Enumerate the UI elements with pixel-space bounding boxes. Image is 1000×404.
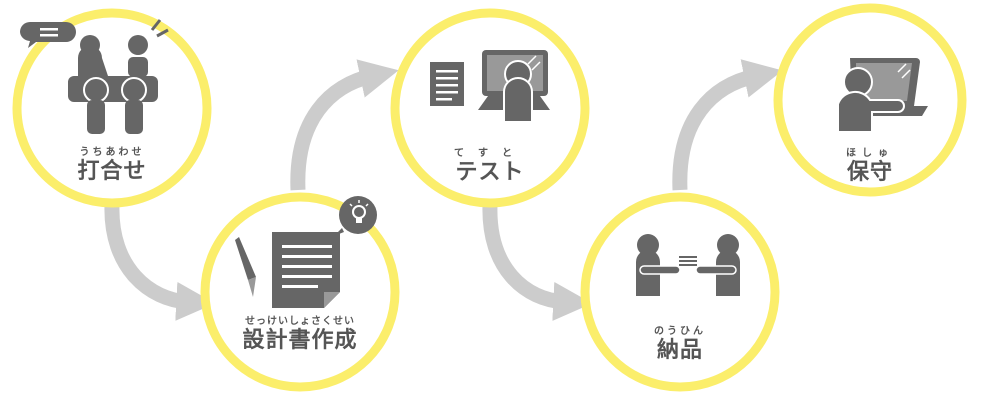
arrow-step3-to-step4 [482,204,593,321]
step3-ruby: てすと [454,148,526,159]
step2-label: せっけいしょさくせい 設計書作成 [225,316,375,354]
step1-ruby: うちあわせ [79,147,145,158]
document-icon [235,196,377,308]
arrow-step1-to-step2 [104,204,216,321]
step1-title: 打合せ [77,159,147,184]
step4-label: のうひん 納品 [620,326,740,364]
step3-label: てすと テスト [430,148,550,186]
handover-icon [636,234,740,296]
step4-title: 納品 [656,338,703,363]
computer-test-icon [430,50,550,123]
step5-ruby: ほしゅ [846,148,894,159]
arrow-step2-to-step3 [290,59,399,191]
maintenance-icon [837,58,928,133]
step3-title: テスト [455,160,525,185]
step4-ruby: のうひん [654,326,706,337]
step5-title: 保守 [846,160,893,185]
step5-label: ほしゅ 保守 [810,148,930,186]
step2-title: 設計書作成 [242,328,358,353]
step1-label: うちあわせ 打合せ [52,147,172,185]
step1-ring [12,8,212,208]
arrow-step4-to-step5 [672,59,783,191]
meeting-icon [20,19,169,134]
step2-ruby: せっけいしょさくせい [245,316,355,327]
